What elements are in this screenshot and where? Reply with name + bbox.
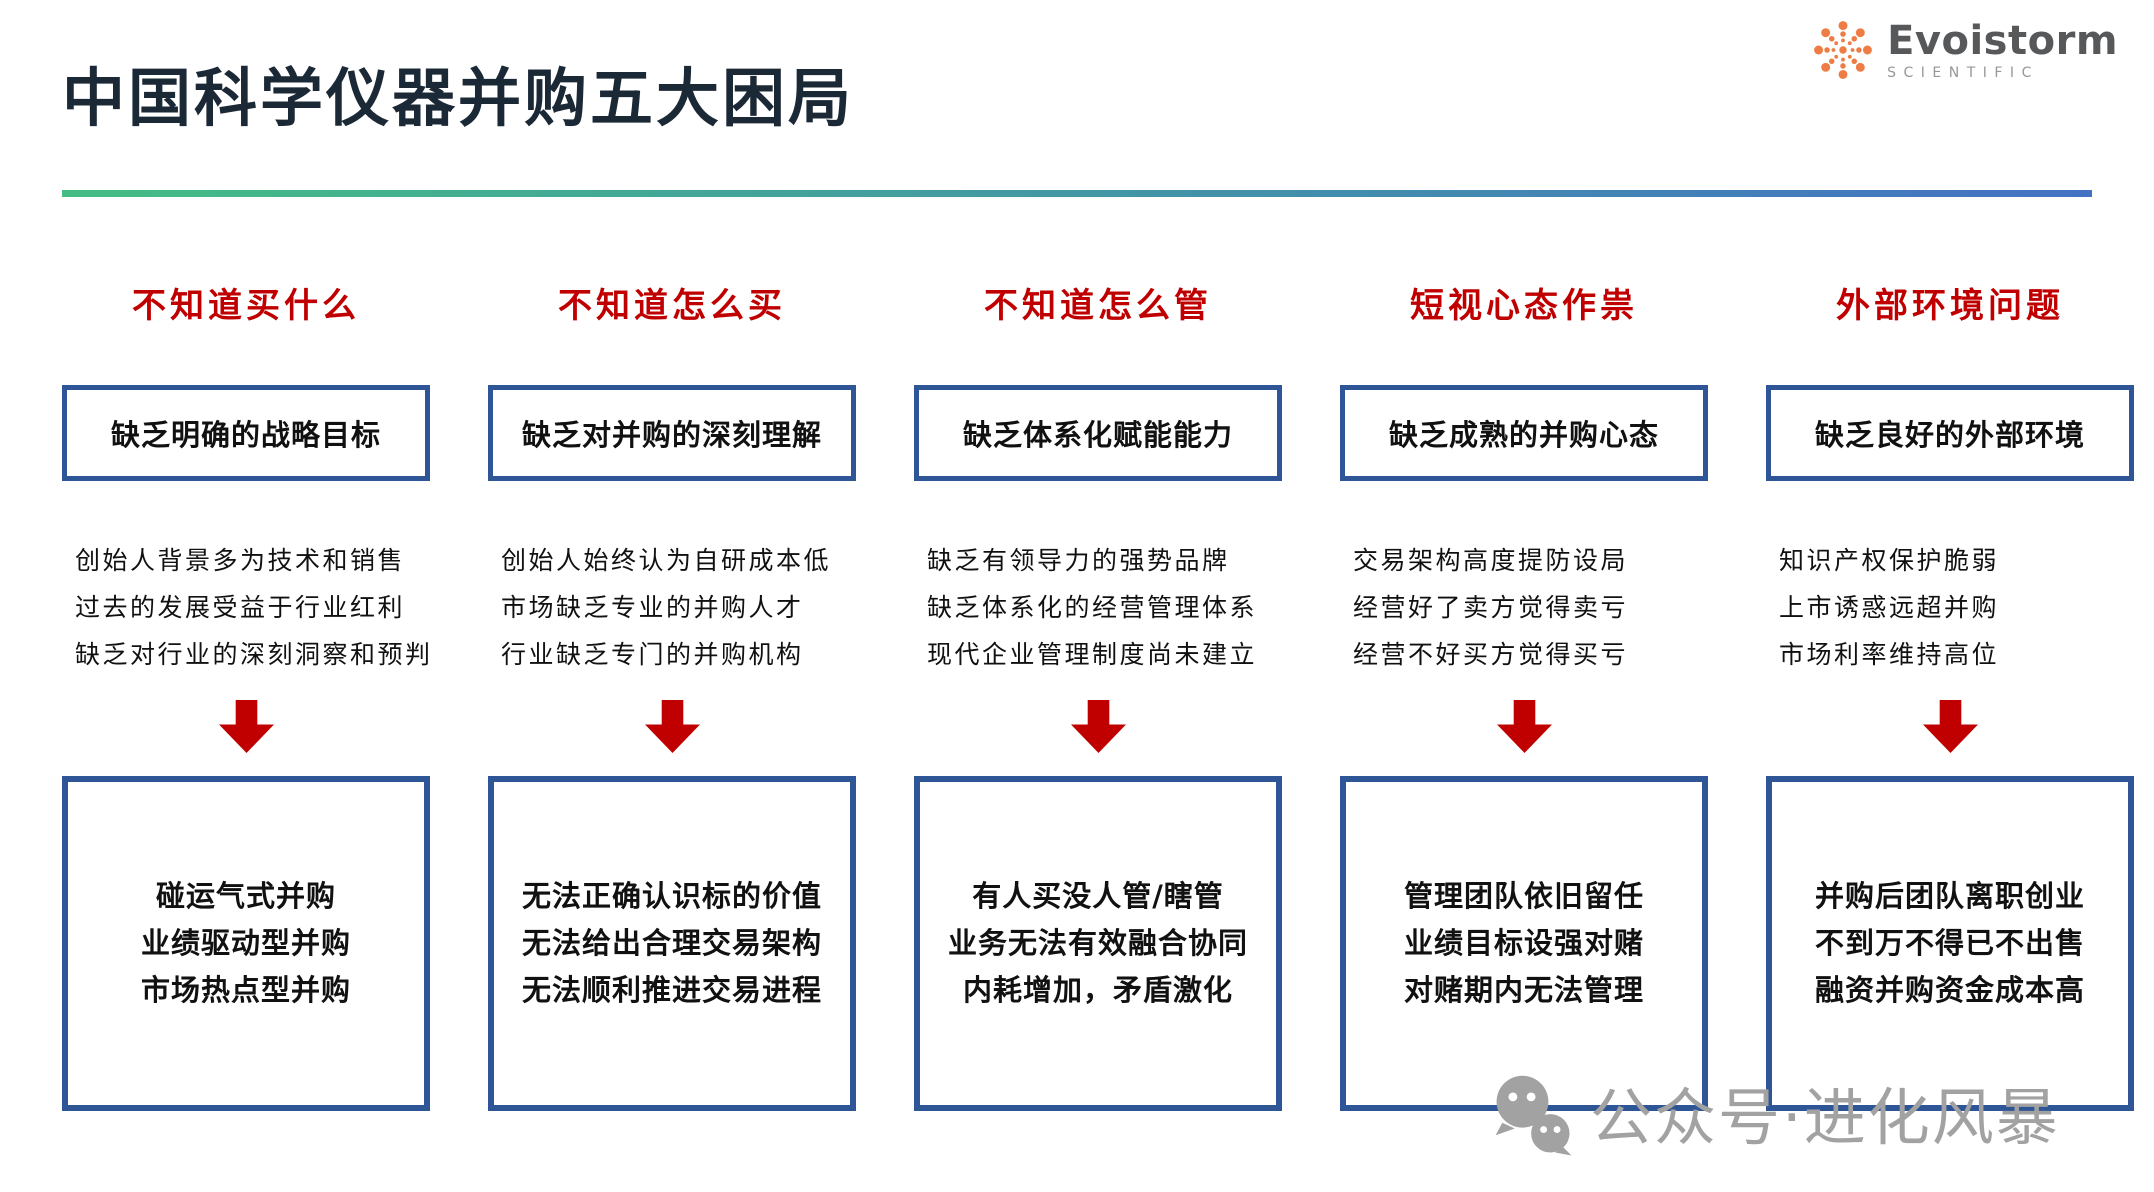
result-line: 融资并购资金成本高 (1814, 973, 2085, 1007)
watermark: 公众号·进化风暴 (1486, 1070, 2060, 1166)
cause-details: 交易架构高度提防设局 经营好了卖方觉得卖亏 经营不好买方觉得买亏 (1340, 537, 1708, 678)
column-what-to-buy: 不知道买什么 缺乏明确的战略目标 创始人背景多为技术和销售 过去的发展受益于行业… (62, 284, 430, 1111)
down-arrow-icon (1922, 700, 1978, 754)
result-line: 有人买没人管/瞎管 (972, 879, 1224, 913)
page-title: 中国科学仪器并购五大困局 (62, 61, 854, 135)
detail-line: 缺乏对行业的深刻洞察和预判 (75, 640, 433, 669)
result-line: 管理团队依旧留任 (1403, 879, 1644, 913)
result-line: 对赌期内无法管理 (1403, 973, 1644, 1007)
logo-name: Evoistorm (1887, 17, 2118, 64)
result-line: 市场热点型并购 (140, 973, 351, 1007)
column-header: 短视心态作祟 (1410, 286, 1638, 326)
cause-details: 知识产权保护脆弱 上市诱惑远超并购 市场利率维持高位 (1766, 537, 2134, 678)
cause-box: 缺乏体系化赋能能力 (914, 385, 1282, 481)
column-header: 外部环境问题 (1836, 286, 2064, 326)
cause-label: 缺乏对并购的深刻理解 (521, 418, 822, 452)
detail-line: 市场利率维持高位 (1779, 640, 2000, 669)
result-line: 业务无法有效融合协同 (947, 926, 1248, 960)
detail-line: 过去的发展受益于行业红利 (75, 593, 406, 622)
detail-line: 知识产权保护脆弱 (1779, 546, 2000, 575)
result-line: 不到万不得已不出售 (1814, 926, 2085, 960)
dilemma-columns: 不知道买什么 缺乏明确的战略目标 创始人背景多为技术和销售 过去的发展受益于行业… (62, 284, 2134, 1111)
result-box: 无法正确认识标的价值 无法给出合理交易架构 无法顺利推进交易进程 (488, 776, 856, 1111)
company-logo: Evoistorm SCIENTIFIC (1809, 16, 2118, 84)
detail-line: 创始人背景多为技术和销售 (75, 546, 406, 575)
wechat-icon (1495, 1075, 1572, 1156)
logo-burst-icon (1814, 21, 1872, 79)
cause-box: 缺乏明确的战略目标 (62, 385, 430, 481)
cause-label: 缺乏体系化赋能能力 (962, 418, 1233, 452)
detail-line: 经营不好买方觉得买亏 (1353, 640, 1629, 669)
cause-box: 缺乏对并购的深刻理解 (488, 385, 856, 481)
logo-text: Evoistorm SCIENTIFIC (1887, 20, 2118, 81)
down-arrow-icon (1496, 700, 1552, 754)
cause-label: 缺乏明确的战略目标 (110, 418, 381, 452)
column-header: 不知道买什么 (132, 286, 360, 326)
detail-line: 缺乏体系化的经营管理体系 (927, 593, 1258, 622)
result-box: 管理团队依旧留任 业绩目标设强对赌 对赌期内无法管理 (1340, 776, 1708, 1111)
detail-line: 交易架构高度提防设局 (1353, 546, 1629, 575)
result-box: 并购后团队离职创业 不到万不得已不出售 融资并购资金成本高 (1766, 776, 2134, 1111)
result-line: 业绩目标设强对赌 (1403, 926, 1644, 960)
down-arrow-icon (1070, 700, 1126, 754)
column-how-to-buy: 不知道怎么买 缺乏对并购的深刻理解 创始人始终认为自研成本低 市场缺乏专业的并购… (488, 284, 856, 1111)
cause-box: 缺乏良好的外部环境 (1766, 385, 2134, 481)
detail-line: 行业缺乏专门的并购机构 (501, 640, 804, 669)
column-how-to-manage: 不知道怎么管 缺乏体系化赋能能力 缺乏有领导力的强势品牌 缺乏体系化的经营管理体… (914, 284, 1282, 1111)
cause-label: 缺乏成熟的并购心态 (1388, 418, 1659, 452)
column-short-sighted: 短视心态作祟 缺乏成熟的并购心态 交易架构高度提防设局 经营好了卖方觉得卖亏 经… (1340, 284, 1708, 1111)
result-box: 有人买没人管/瞎管 业务无法有效融合协同 内耗增加，矛盾激化 (914, 776, 1282, 1111)
result-line: 业绩驱动型并购 (140, 926, 351, 960)
detail-line: 创始人始终认为自研成本低 (501, 546, 832, 575)
down-arrow-icon (644, 700, 700, 754)
column-external-environment: 外部环境问题 缺乏良好的外部环境 知识产权保护脆弱 上市诱惑远超并购 市场利率维… (1766, 284, 2134, 1111)
cause-details: 创始人始终认为自研成本低 市场缺乏专业的并购人才 行业缺乏专门的并购机构 (488, 537, 856, 678)
cause-details: 缺乏有领导力的强势品牌 缺乏体系化的经营管理体系 现代企业管理制度尚未建立 (914, 537, 1282, 678)
column-header: 不知道怎么买 (558, 286, 786, 326)
cause-details: 创始人背景多为技术和销售 过去的发展受益于行业红利 缺乏对行业的深刻洞察和预判 (62, 537, 430, 678)
column-header: 不知道怎么管 (984, 286, 1212, 326)
result-line: 无法给出合理交易架构 (521, 926, 822, 960)
result-line: 内耗增加，矛盾激化 (962, 973, 1233, 1007)
cause-label: 缺乏良好的外部环境 (1814, 418, 2085, 452)
gradient-divider (62, 190, 2092, 197)
detail-line: 上市诱惑远超并购 (1779, 593, 2000, 622)
result-line: 并购后团队离职创业 (1814, 879, 2085, 913)
result-line: 碰运气式并购 (155, 879, 336, 913)
logo-tagline: SCIENTIFIC (1887, 64, 2039, 81)
detail-line: 缺乏有领导力的强势品牌 (927, 546, 1230, 575)
result-line: 无法顺利推进交易进程 (521, 973, 822, 1007)
detail-line: 现代企业管理制度尚未建立 (927, 640, 1258, 669)
detail-line: 市场缺乏专业的并购人才 (501, 593, 804, 622)
down-arrow-icon (218, 700, 274, 754)
watermark-text: 公众号·进化风暴 (1590, 1081, 2060, 1154)
result-line: 无法正确认识标的价值 (521, 879, 822, 913)
cause-box: 缺乏成熟的并购心态 (1340, 385, 1708, 481)
result-box: 碰运气式并购 业绩驱动型并购 市场热点型并购 (62, 776, 430, 1111)
detail-line: 经营好了卖方觉得卖亏 (1353, 593, 1629, 622)
